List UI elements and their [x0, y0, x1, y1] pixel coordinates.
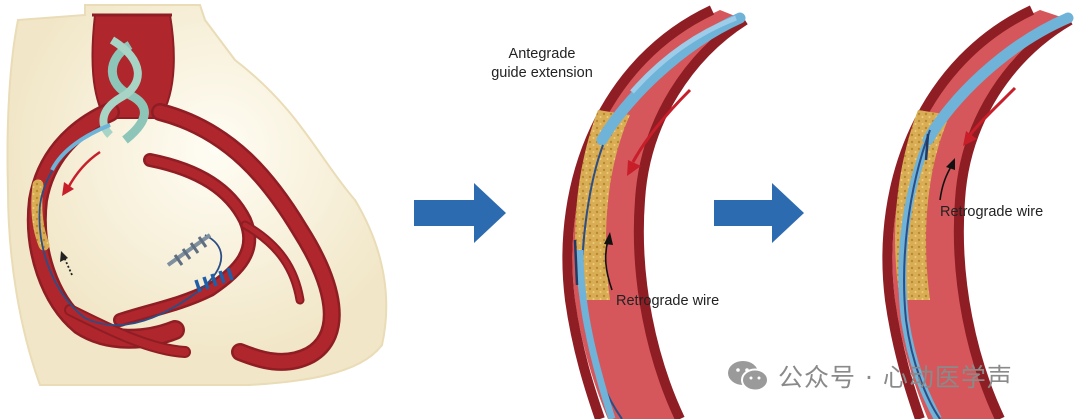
- watermark-text: 公众号 · 心动医学声: [778, 363, 1013, 392]
- retrograde-wire-label: Retrograde wire: [940, 204, 1044, 220]
- antegrade-guide-extension: [922, 12, 1074, 146]
- antegrade-label: Antegrade guide extension: [482, 45, 602, 83]
- occlusion-plaque: [31, 179, 50, 251]
- wechat-logo-icon: [728, 361, 769, 392]
- antegrade-catheter: [50, 123, 111, 171]
- plaque-segment: [895, 110, 950, 300]
- antegrade-guide-extension: [596, 12, 746, 146]
- heart-panel: [6, 4, 388, 386]
- plaque-segment: [575, 110, 630, 300]
- flow-arrow-icon: [968, 86, 1017, 136]
- collateral-channels: [166, 233, 234, 293]
- vessel-closeup-2: [882, 5, 1074, 419]
- step-arrow-icon: [714, 183, 804, 243]
- step-arrow-icon: [414, 183, 506, 243]
- flow-arrow-icon: [66, 150, 101, 189]
- guide-catheter-2: [99, 36, 142, 138]
- watermark: 公众号 · 心动医学声: [726, 358, 1013, 394]
- antegrade-label-line2: guide extension: [491, 65, 593, 81]
- dotted-arrow-icon: [63, 256, 73, 276]
- retrograde-wire: [38, 124, 223, 326]
- retrograde-wire-label: Retrograde wire: [616, 293, 720, 309]
- vessel-closeup-1: [562, 5, 748, 419]
- flow-arrow-icon: [631, 88, 692, 163]
- antegrade-label-line1: Antegrade: [508, 46, 576, 62]
- coronary-vessels: [26, 102, 341, 371]
